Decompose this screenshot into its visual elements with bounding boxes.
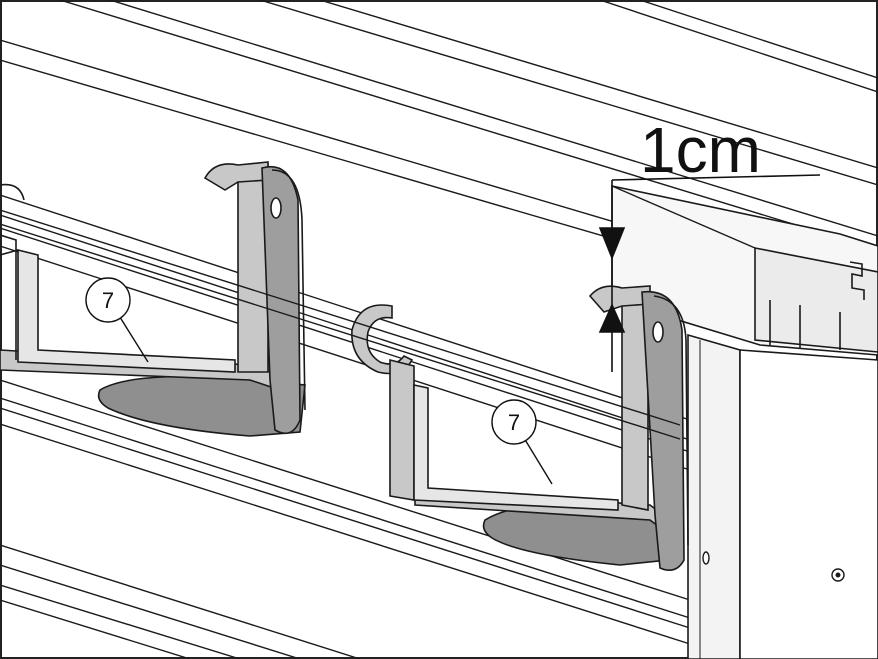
dimension-marker	[598, 174, 821, 372]
dimension-label: 1cm	[640, 114, 761, 186]
callout-7-left: 7	[85, 277, 149, 363]
bracket-right	[351, 285, 689, 571]
lower-rails	[0, 194, 691, 659]
arrow-up-icon	[598, 303, 626, 333]
screw-icon	[702, 551, 710, 565]
side-panel	[687, 333, 878, 659]
callout-7-right: 7	[491, 399, 553, 485]
callout-label: 7	[508, 410, 520, 435]
callout-label: 7	[102, 288, 114, 313]
bracket-left	[0, 161, 306, 437]
arrow-down-icon	[598, 227, 626, 261]
hanging-rod	[0, 209, 681, 440]
screw-icon	[831, 568, 845, 582]
